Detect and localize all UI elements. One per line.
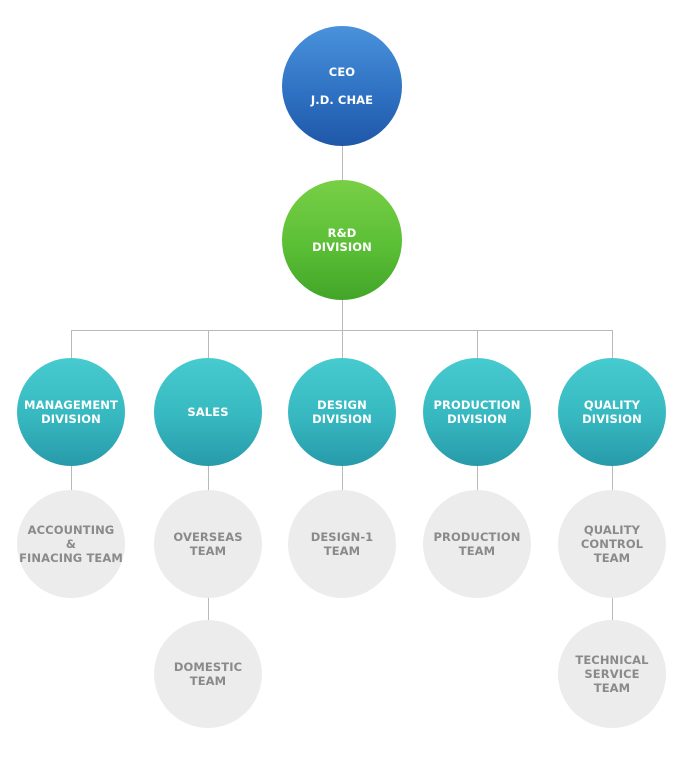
production-division-label: PRODUCTION DIVISION [433,398,521,426]
quality-control-team-label: QUALITY CONTROL TEAM [580,523,644,565]
connector-bus-management [71,330,72,358]
accounting-team-node: ACCOUNTING & FINACING TEAM [17,490,125,598]
connector-bus-sales [208,330,209,358]
domestic-team-node: DOMESTIC TEAM [154,620,262,728]
connector-bus-quality [612,330,613,358]
ceo-node: CEO J.D. CHAE [282,26,402,146]
connector-design-team [342,466,343,490]
connector-quality-team-2 [612,598,613,620]
ceo-name: J.D. CHAE [310,93,374,107]
accounting-team-label: ACCOUNTING & FINACING TEAM [19,523,123,565]
connector-production-team [477,466,478,490]
overseas-team-label: OVERSEAS TEAM [173,530,243,558]
connector-bus-production [477,330,478,358]
connector-ceo-rd [342,146,343,180]
connector-rd-bus [342,300,343,330]
technical-service-team-node: TECHNICAL SERVICE TEAM [558,620,666,728]
production-division-node: PRODUCTION DIVISION [423,358,531,466]
domestic-team-label: DOMESTIC TEAM [173,660,243,688]
technical-service-team-label: TECHNICAL SERVICE TEAM [575,653,649,695]
quality-division-node: QUALITY DIVISION [558,358,666,466]
design-1-team-label: DESIGN-1 TEAM [310,530,374,558]
design-division-label: DESIGN DIVISION [312,398,372,426]
connector-sales-team [208,466,209,490]
production-team-node: PRODUCTION TEAM [423,490,531,598]
connector-management-team [71,466,72,490]
quality-division-label: QUALITY DIVISION [582,398,642,426]
rd-division-label: R&D DIVISION [312,226,372,254]
design-1-team-node: DESIGN-1 TEAM [288,490,396,598]
rd-division-node: R&D DIVISION [282,180,402,300]
ceo-title: CEO [328,65,356,79]
connector-sales-team-2 [208,598,209,620]
design-division-node: DESIGN DIVISION [288,358,396,466]
management-division-node: MANAGEMENT DIVISION [17,358,125,466]
connector-bus-design [342,330,343,358]
sales-division-node: SALES [154,358,262,466]
management-division-label: MANAGEMENT DIVISION [24,398,118,426]
quality-control-team-node: QUALITY CONTROL TEAM [558,490,666,598]
sales-division-label: SALES [187,405,229,419]
connector-quality-team [612,466,613,490]
production-team-label: PRODUCTION TEAM [433,530,521,558]
overseas-team-node: OVERSEAS TEAM [154,490,262,598]
